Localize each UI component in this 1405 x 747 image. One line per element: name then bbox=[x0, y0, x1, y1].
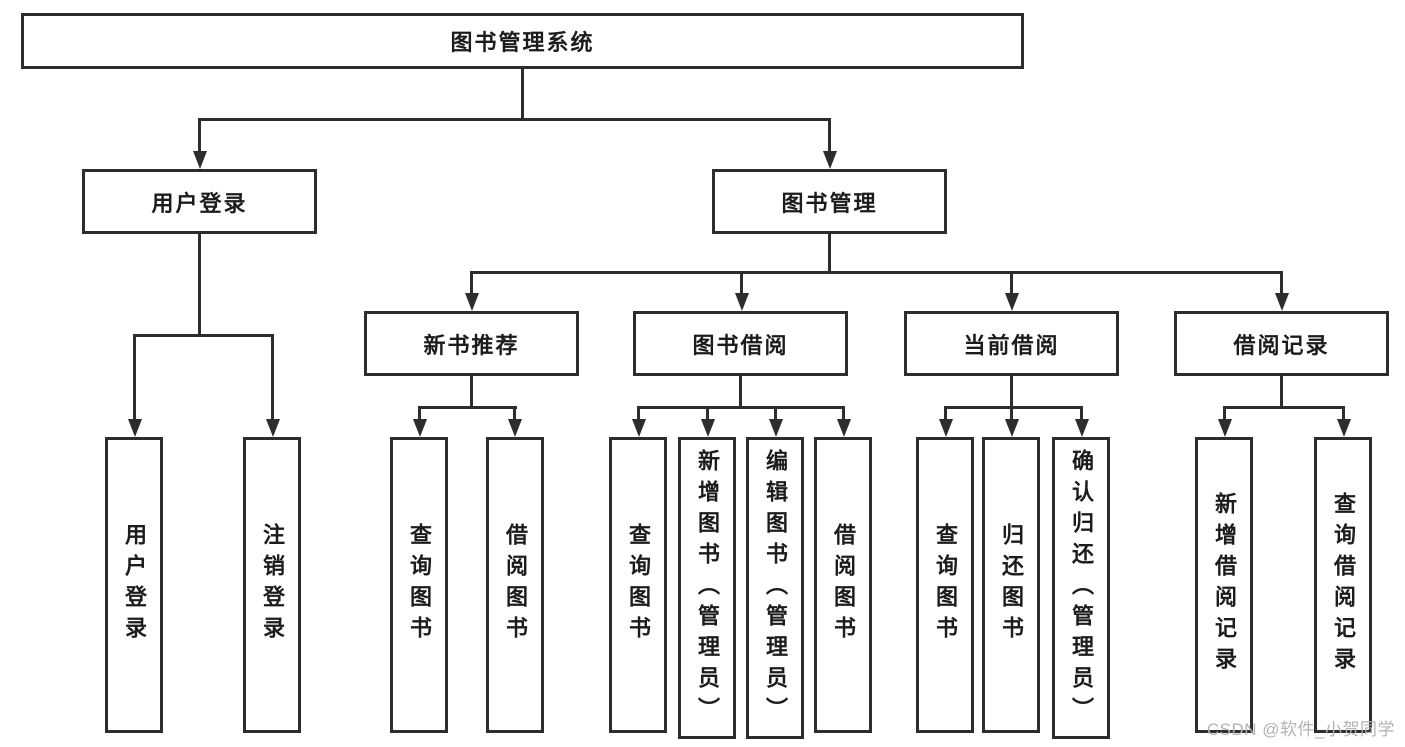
connector-line bbox=[1010, 376, 1013, 408]
leaf-user-login-label: 用户登录 bbox=[122, 523, 147, 647]
arrowhead-icon bbox=[265, 419, 280, 437]
connector-line bbox=[944, 406, 1082, 409]
node-current-borrowing-label: 当前借阅 bbox=[963, 332, 1060, 358]
connector-line bbox=[637, 406, 640, 420]
connector-line bbox=[739, 376, 742, 408]
connector-line bbox=[740, 271, 743, 294]
leaf-borrow-books-1: 借阅图书 bbox=[486, 437, 544, 733]
leaf-logout: 注销登录 bbox=[243, 437, 301, 733]
connector-line bbox=[470, 376, 473, 408]
leaf-query-books-1-label: 查询图书 bbox=[407, 523, 432, 647]
arrowhead-icon bbox=[127, 419, 142, 437]
leaf-edit-book-admin-label: 编辑图书（管理员） bbox=[763, 448, 788, 728]
leaf-logout-label: 注销登录 bbox=[260, 523, 285, 647]
leaf-add-book-admin: 新增图书（管理员） bbox=[678, 437, 736, 739]
connector-line bbox=[774, 406, 777, 420]
connector-line bbox=[828, 234, 831, 274]
arrowhead-icon bbox=[836, 419, 851, 437]
connector-line bbox=[521, 69, 524, 120]
watermark: CSDN @软件_小贺同学 bbox=[1206, 720, 1395, 739]
arrowhead-icon bbox=[1217, 419, 1232, 437]
connector-line bbox=[1223, 406, 1226, 420]
leaf-query-books-1: 查询图书 bbox=[390, 437, 448, 733]
connector-line bbox=[828, 118, 831, 152]
arrowhead-icon bbox=[507, 419, 522, 437]
connector-line bbox=[418, 406, 517, 409]
leaf-confirm-return-admin: 确认归还（管理员） bbox=[1052, 437, 1110, 739]
node-user-login: 用户登录 bbox=[82, 169, 317, 234]
leaf-borrow-books-2-label: 借阅图书 bbox=[831, 523, 856, 647]
arrowhead-icon bbox=[700, 419, 715, 437]
arrowhead-icon bbox=[822, 151, 837, 169]
leaf-query-borrow-record-label: 查询借阅记录 bbox=[1331, 492, 1356, 678]
leaf-add-borrow-record-label: 新增借阅记录 bbox=[1212, 492, 1237, 678]
connector-line bbox=[133, 334, 274, 337]
node-user-login-label: 用户登录 bbox=[151, 190, 248, 216]
connector-line bbox=[198, 234, 201, 336]
arrowhead-icon bbox=[412, 419, 427, 437]
arrowhead-icon bbox=[1336, 419, 1351, 437]
connector-line bbox=[637, 406, 844, 409]
connector-line bbox=[1010, 271, 1013, 294]
connector-line bbox=[198, 118, 831, 121]
leaf-return-books-label: 归还图书 bbox=[999, 523, 1024, 647]
node-book-management-label: 图书管理 bbox=[781, 190, 878, 216]
connector-line bbox=[706, 406, 709, 420]
node-book-borrowing-label: 图书借阅 bbox=[692, 332, 789, 358]
node-borrow-records: 借阅记录 bbox=[1174, 311, 1389, 376]
connector-line bbox=[1223, 406, 1344, 409]
leaf-user-login: 用户登录 bbox=[105, 437, 163, 733]
node-new-book-recommend: 新书推荐 bbox=[364, 311, 579, 376]
node-book-borrowing: 图书借阅 bbox=[633, 311, 848, 376]
node-root: 图书管理系统 bbox=[21, 13, 1024, 69]
connector-line bbox=[513, 406, 516, 420]
arrowhead-icon bbox=[1004, 419, 1019, 437]
connector-line bbox=[418, 406, 421, 420]
leaf-borrow-books-2: 借阅图书 bbox=[814, 437, 872, 733]
leaf-edit-book-admin: 编辑图书（管理员） bbox=[746, 437, 804, 739]
leaf-query-books-3: 查询图书 bbox=[916, 437, 974, 733]
connector-line bbox=[133, 334, 136, 420]
connector-line bbox=[1010, 406, 1013, 420]
leaf-add-borrow-record: 新增借阅记录 bbox=[1195, 437, 1253, 733]
node-book-management: 图书管理 bbox=[712, 169, 947, 234]
connector-line bbox=[842, 406, 845, 420]
arrowhead-icon bbox=[464, 293, 479, 311]
node-borrow-records-label: 借阅记录 bbox=[1233, 332, 1330, 358]
leaf-query-books-3-label: 查询图书 bbox=[933, 523, 958, 647]
connector-line bbox=[1280, 376, 1283, 408]
leaf-query-borrow-record: 查询借阅记录 bbox=[1314, 437, 1372, 733]
arrowhead-icon bbox=[1274, 293, 1289, 311]
connector-line bbox=[1342, 406, 1345, 420]
connector-line bbox=[271, 334, 274, 420]
node-current-borrowing: 当前借阅 bbox=[904, 311, 1119, 376]
node-root-label: 图书管理系统 bbox=[450, 30, 595, 55]
leaf-confirm-return-admin-label: 确认归还（管理员） bbox=[1069, 448, 1094, 728]
node-new-book-recommend-label: 新书推荐 bbox=[423, 332, 520, 358]
arrowhead-icon bbox=[768, 419, 783, 437]
connector-line bbox=[198, 118, 201, 152]
connector-line bbox=[1080, 406, 1083, 420]
connector-line bbox=[470, 271, 473, 294]
leaf-query-books-2-label: 查询图书 bbox=[626, 523, 651, 647]
arrowhead-icon bbox=[1004, 293, 1019, 311]
leaf-add-book-admin-label: 新增图书（管理员） bbox=[695, 448, 720, 728]
arrowhead-icon bbox=[1074, 419, 1089, 437]
connector-line bbox=[470, 271, 1283, 274]
arrowhead-icon bbox=[938, 419, 953, 437]
leaf-borrow-books-1-label: 借阅图书 bbox=[503, 523, 528, 647]
arrowhead-icon bbox=[192, 151, 207, 169]
connector-line bbox=[944, 406, 947, 420]
connector-line bbox=[1280, 271, 1283, 294]
leaf-query-books-2: 查询图书 bbox=[609, 437, 667, 733]
leaf-return-books: 归还图书 bbox=[982, 437, 1040, 733]
arrowhead-icon bbox=[631, 419, 646, 437]
arrowhead-icon bbox=[734, 293, 749, 311]
